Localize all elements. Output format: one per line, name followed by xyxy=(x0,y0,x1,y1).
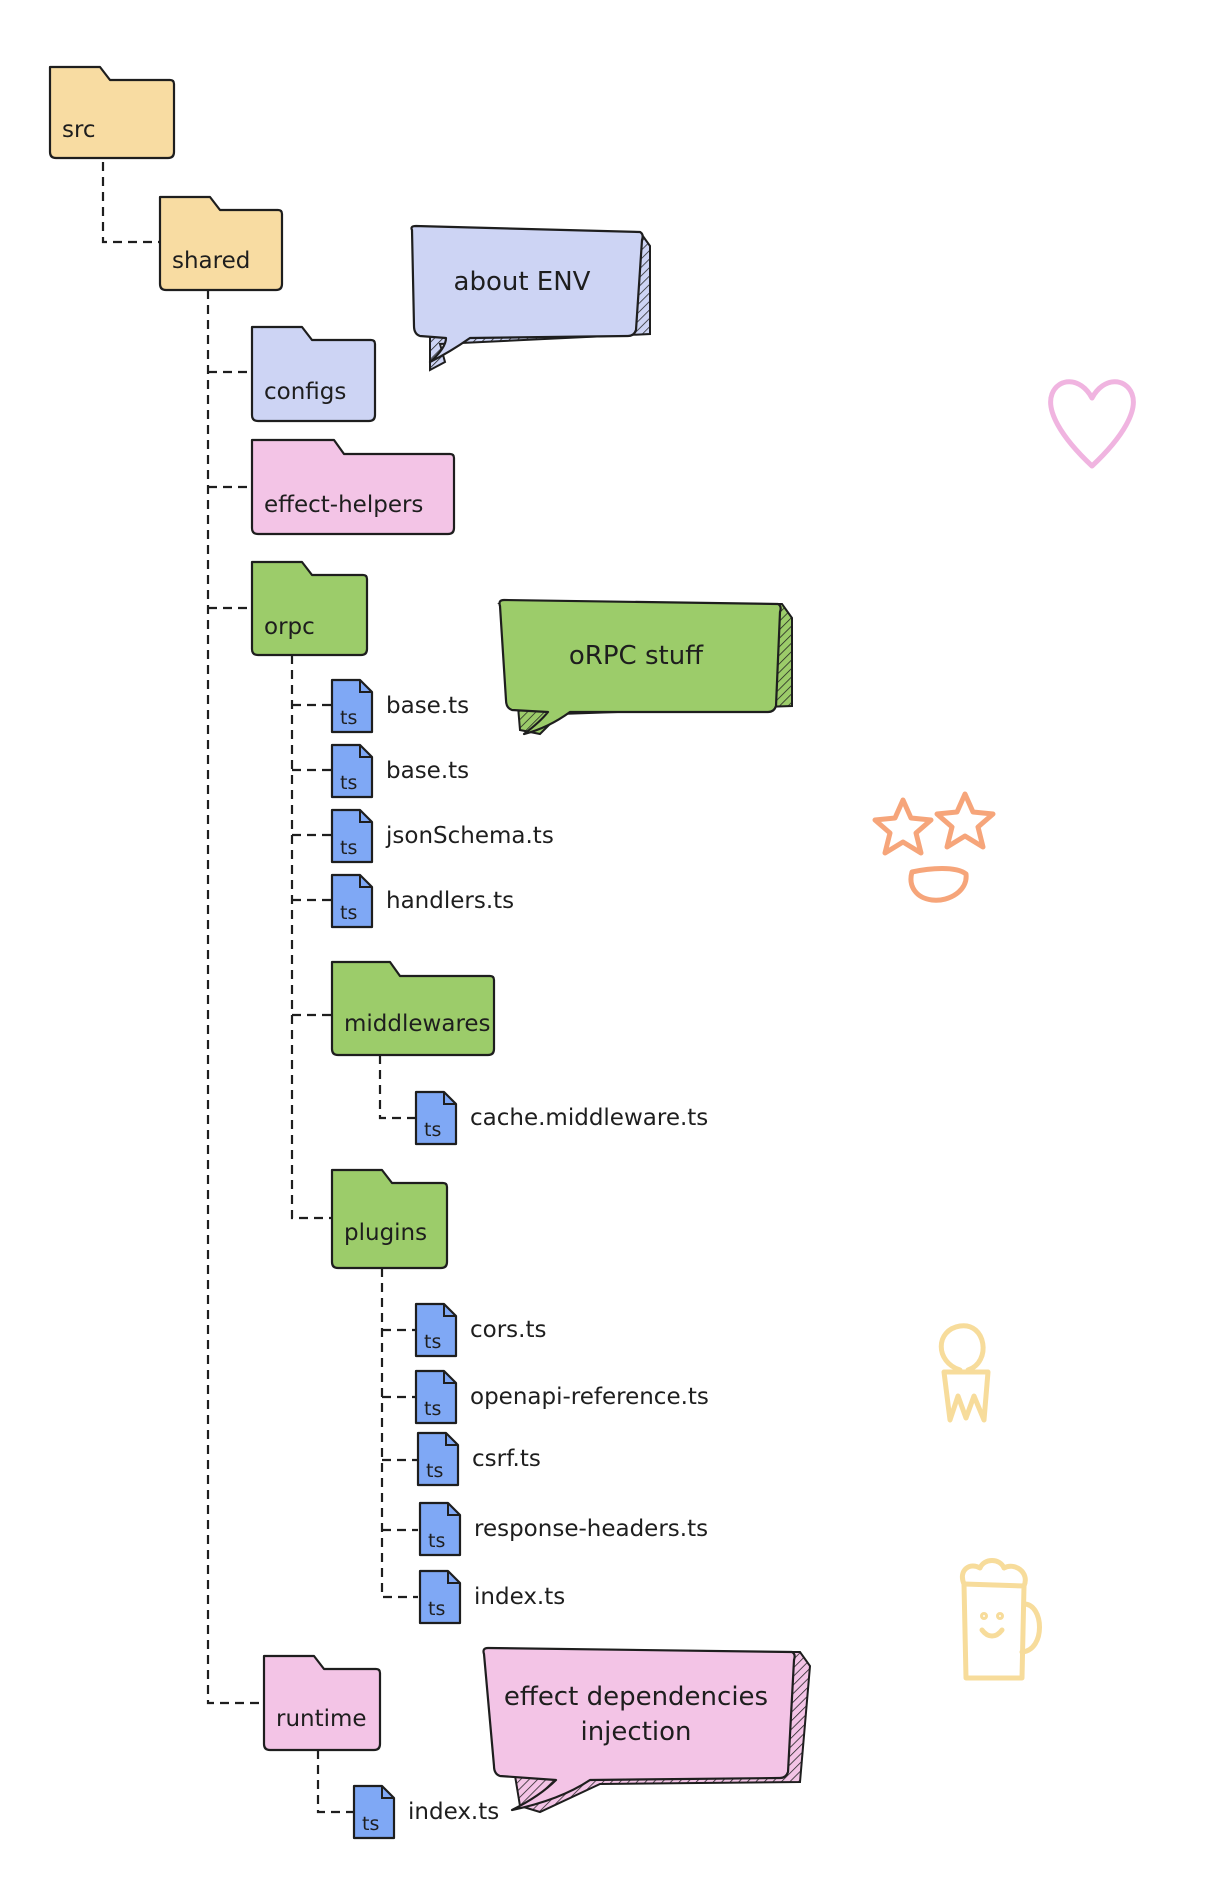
file-label: cors.ts xyxy=(470,1317,546,1343)
folder-orpc[interactable]: orpc xyxy=(250,560,369,657)
callout-about-env: about ENV xyxy=(410,224,651,372)
file-label: index.ts xyxy=(408,1799,499,1825)
file-corner-fold xyxy=(443,1304,456,1317)
file-icon-text: ts xyxy=(340,837,357,859)
folder-label-orpc: orpc xyxy=(264,614,315,640)
file-node-plugins-2[interactable]: ts openapi-reference.ts xyxy=(414,1369,709,1425)
folder-shared[interactable]: shared xyxy=(158,195,284,292)
folder-runtime[interactable]: runtime xyxy=(262,1654,382,1752)
file-icon-text: ts xyxy=(340,772,357,794)
folder-label-runtime: runtime xyxy=(276,1706,367,1732)
file-node-plugins-1[interactable]: ts cors.ts xyxy=(414,1302,546,1358)
file-node-orpc-3[interactable]: ts jsonSchema.ts xyxy=(330,808,554,864)
file-node-plugins-3[interactable]: ts csrf.ts xyxy=(416,1431,541,1487)
file-label: jsonSchema.ts xyxy=(385,823,554,849)
file-corner-fold xyxy=(447,1503,460,1516)
file-corner-fold xyxy=(359,810,372,823)
file-node-runtime-1[interactable]: ts index.ts xyxy=(352,1784,499,1840)
file-icon-text: ts xyxy=(426,1460,443,1482)
star-eyes-icon xyxy=(872,791,996,903)
folder-icon xyxy=(48,65,176,160)
folder-label-shared: shared xyxy=(172,248,250,274)
file-icon-text: ts xyxy=(340,707,357,729)
file-icon-text: ts xyxy=(428,1530,445,1552)
folder-label-effect-helpers: effect-helpers xyxy=(264,492,423,518)
callout-text-env: about ENV xyxy=(454,267,591,297)
folder-icon xyxy=(250,560,369,657)
file-corner-fold xyxy=(443,1371,456,1384)
folder-label-configs: configs xyxy=(264,379,346,405)
file-label: base.ts xyxy=(386,758,469,784)
folder-middlewares[interactable]: middlewares xyxy=(330,960,496,1057)
folder-plugins[interactable]: plugins xyxy=(330,1168,449,1270)
file-icon-text: ts xyxy=(424,1331,441,1353)
callout-text-orpc: oRPC stuff xyxy=(569,641,704,671)
folder-icon xyxy=(250,325,377,423)
file-label: base.ts xyxy=(386,693,469,719)
speech-bubble-icon xyxy=(498,598,782,736)
callout-orpc-stuff: oRPC stuff xyxy=(497,598,793,736)
file-node-orpc-4[interactable]: ts handlers.ts xyxy=(330,873,514,929)
file-label: cache.middleware.ts xyxy=(470,1105,708,1131)
folder-label-src: src xyxy=(62,117,96,143)
file-label: openapi-reference.ts xyxy=(470,1384,709,1410)
file-node-orpc-1[interactable]: ts base.ts xyxy=(330,678,469,734)
callout-effect-dependencies: effect dependencies injection xyxy=(482,1646,812,1814)
file-corner-fold xyxy=(443,1092,456,1105)
callout-text-runtime-line1: effect dependencies xyxy=(504,1682,768,1712)
file-corner-fold xyxy=(381,1786,394,1799)
file-icon-text: ts xyxy=(362,1813,379,1835)
folder-label-plugins: plugins xyxy=(344,1220,427,1246)
file-node-orpc-2[interactable]: ts base.ts xyxy=(330,743,469,799)
folder-label-middlewares: middlewares xyxy=(344,1011,491,1037)
folder-icon xyxy=(250,438,456,536)
file-icon-text: ts xyxy=(428,1598,445,1620)
folder-icon xyxy=(330,960,496,1057)
file-node-middlewares-1[interactable]: ts cache.middleware.ts xyxy=(414,1090,708,1146)
file-node-plugins-4[interactable]: ts response-headers.ts xyxy=(418,1501,708,1557)
tree-connectors xyxy=(101,162,418,1814)
file-label: index.ts xyxy=(474,1584,565,1610)
folder-effect-helpers[interactable]: effect-helpers xyxy=(250,438,456,536)
callout-text-runtime-line2: injection xyxy=(580,1717,691,1747)
person-icon xyxy=(938,1323,991,1423)
file-label: csrf.ts xyxy=(472,1446,541,1472)
file-corner-fold xyxy=(359,745,372,758)
file-nodes: ts base.ts ts base.ts ts jsonSchema.ts ts handl… xyxy=(330,678,709,1840)
beer-mug-icon xyxy=(960,1558,1042,1681)
folder-configs[interactable]: configs xyxy=(250,325,377,423)
folder-icon xyxy=(262,1654,382,1752)
file-corner-fold xyxy=(445,1433,458,1446)
file-corner-fold xyxy=(359,875,372,888)
file-corner-fold xyxy=(447,1571,460,1584)
file-label: response-headers.ts xyxy=(474,1516,708,1542)
heart-icon xyxy=(1048,379,1136,469)
file-icon-text: ts xyxy=(424,1398,441,1420)
file-label: handlers.ts xyxy=(386,888,514,914)
file-corner-fold xyxy=(359,680,372,693)
file-icon-text: ts xyxy=(424,1119,441,1141)
folder-icon xyxy=(330,1168,449,1270)
folder-src[interactable]: src xyxy=(48,65,176,160)
folder-icon xyxy=(158,195,284,292)
speech-bubble-icon xyxy=(482,1646,796,1812)
speech-bubble-icon xyxy=(410,224,644,364)
file-node-plugins-5[interactable]: ts index.ts xyxy=(418,1569,565,1625)
file-icon-text: ts xyxy=(340,902,357,924)
